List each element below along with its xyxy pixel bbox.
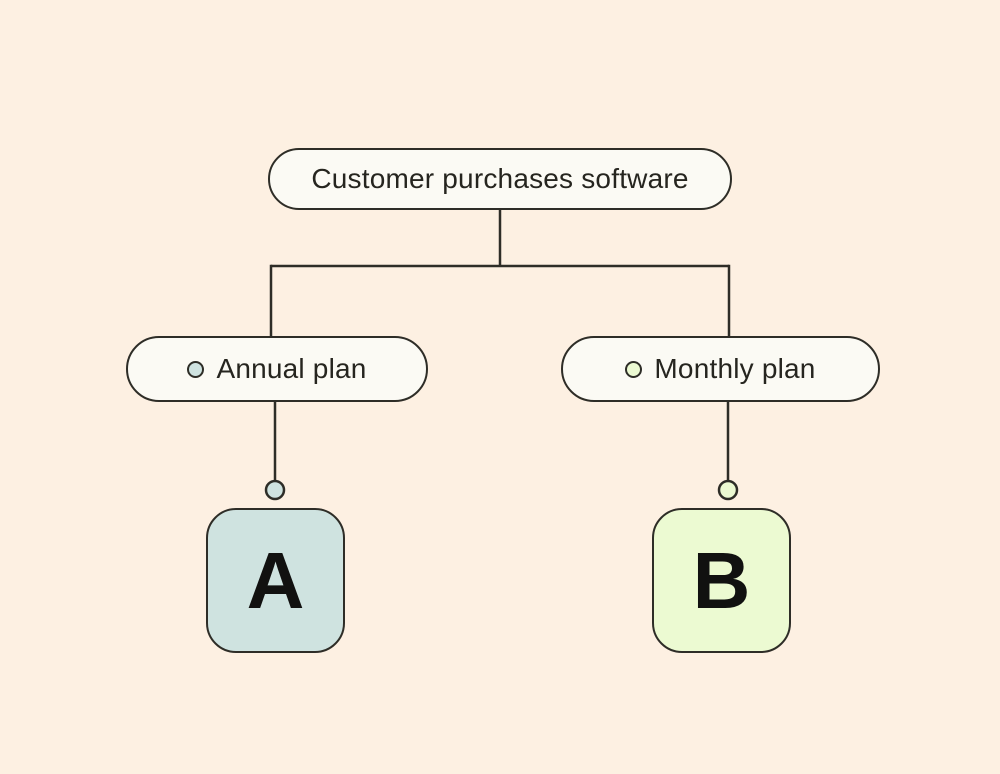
monthly-endpoint-circle-icon bbox=[717, 479, 739, 501]
annual-endpoint-circle-icon bbox=[264, 479, 286, 501]
monthly-plan-bullet-circle-icon bbox=[625, 360, 643, 378]
result-node-b-label: B bbox=[692, 535, 751, 625]
annual-plan-bullet-circle-icon bbox=[187, 360, 205, 378]
result-node-a-label: A bbox=[246, 535, 305, 625]
result-node-b[interactable]: B bbox=[652, 508, 791, 653]
result-node-a[interactable]: A bbox=[206, 508, 345, 653]
annual-plan-label: Annual plan bbox=[216, 353, 367, 384]
branch-node-annual-plan[interactable]: Annual plan bbox=[126, 336, 428, 402]
root-node-label: Customer purchases software bbox=[311, 163, 689, 194]
root-node-customer-purchases-software[interactable]: Customer purchases software bbox=[268, 148, 732, 210]
branch-node-monthly-plan[interactable]: Monthly plan bbox=[561, 336, 880, 402]
monthly-plan-label: Monthly plan bbox=[654, 353, 816, 384]
